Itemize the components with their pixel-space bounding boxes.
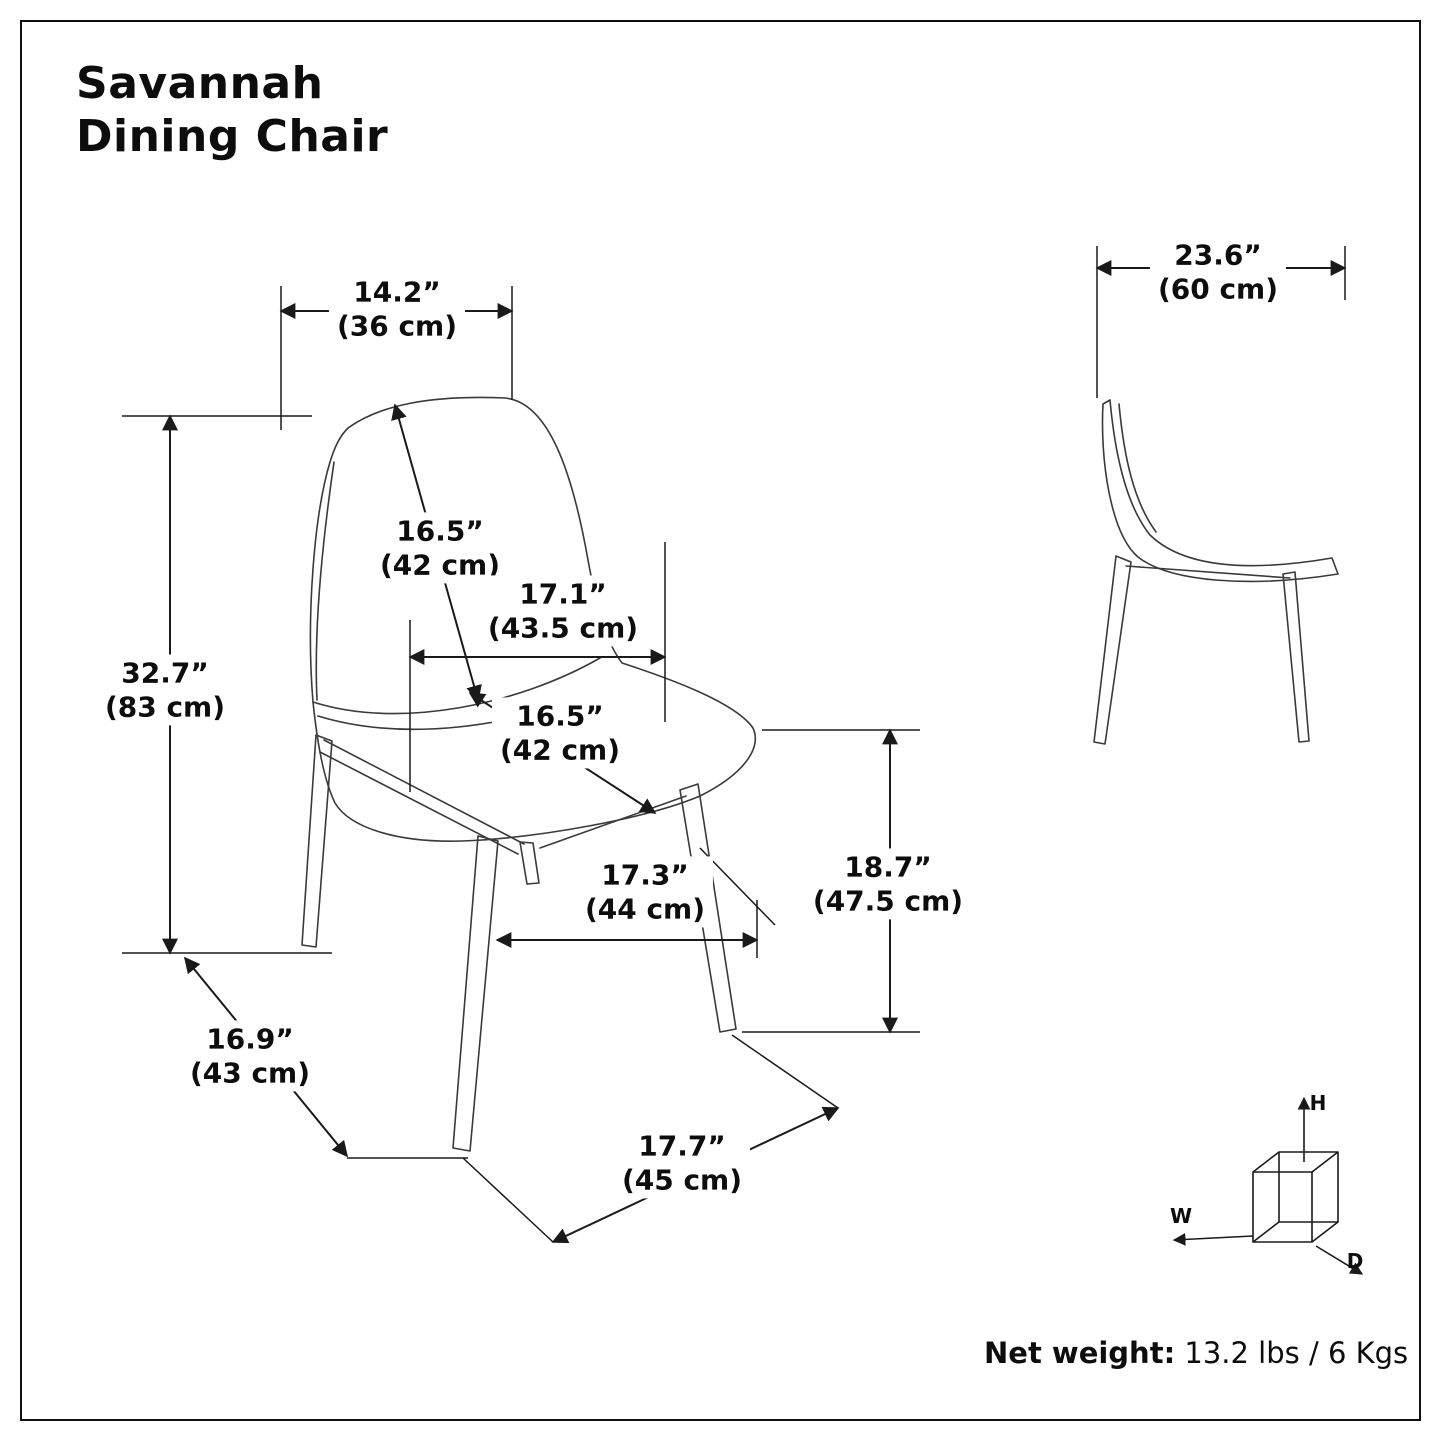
- axis-label-w: W: [1169, 1204, 1193, 1228]
- dim-overall-height-cm: (83 cm): [104, 690, 226, 723]
- dim-base-depth-in: 16.9”: [206, 1022, 294, 1056]
- dim-label-seat-depth: 16.5” (42 cm): [491, 697, 629, 769]
- side-leg-front: [1282, 571, 1310, 743]
- net-weight: Net weight: 13.2 lbs / 6 Kgs: [984, 1336, 1408, 1370]
- net-weight-label: Net weight:: [984, 1336, 1176, 1370]
- dim-seat-depth-cm: (42 cm): [499, 733, 621, 766]
- dim-label-back-height: 16.5” (42 cm): [371, 512, 509, 584]
- dim-label-front-width: 17.7” (45 cm): [613, 1127, 751, 1199]
- dim-leg-span-cm: (44 cm): [584, 892, 706, 925]
- dim-label-back-width: 14.2” (36 cm): [328, 273, 466, 345]
- dim-label-seat-height: 18.7” (47.5 cm): [804, 848, 972, 920]
- page-title-line2: Dining Chair: [76, 110, 389, 162]
- axis-cube: [1172, 1096, 1364, 1275]
- page-title: Savannah Dining Chair: [76, 58, 388, 164]
- chair-leg-front-left: [452, 835, 499, 1152]
- chair-frame-brace-right: [539, 795, 687, 849]
- dim-label-base-depth: 16.9” (43 cm): [181, 1020, 319, 1092]
- side-frame-brace: [1125, 565, 1291, 579]
- dim-back-width-cm: (36 cm): [336, 309, 458, 342]
- extension-lines: [122, 246, 1346, 1243]
- dim-base-depth-cm: (43 cm): [189, 1056, 311, 1089]
- dim-seat-width-cm: (43.5 cm): [487, 611, 639, 644]
- dim-side-depth-in: 23.6”: [1174, 238, 1262, 272]
- axis-label-d: D: [1346, 1249, 1364, 1273]
- dim-front-width-in: 17.7”: [638, 1129, 726, 1163]
- dim-leg-span-in: 17.3”: [601, 858, 689, 892]
- dim-seat-height-cm: (47.5 cm): [812, 884, 964, 917]
- dim-seat-width-in: 17.1”: [519, 577, 607, 611]
- chair-leg-back-left: [301, 734, 333, 948]
- ext-front-width-left: [462, 1157, 554, 1243]
- axis-label-h: H: [1309, 1091, 1327, 1115]
- cube-edges: [1252, 1151, 1339, 1243]
- chair-side-view: [1093, 399, 1339, 745]
- ext-front-width-right: [731, 1034, 839, 1109]
- dim-front-width-cm: (45 cm): [621, 1163, 743, 1196]
- dim-label-seat-width: 17.1” (43.5 cm): [479, 575, 647, 647]
- chair-back-inner-edge: [315, 461, 335, 701]
- chair-seat-seam: [312, 657, 601, 715]
- page-title-line1: Savannah: [76, 58, 324, 109]
- dim-overall-height-in: 32.7”: [121, 656, 209, 690]
- dim-label-overall-height: 32.7” (83 cm): [96, 654, 234, 726]
- chair-leg-back-right: [519, 841, 540, 885]
- dim-label-side-depth: 23.6” (60 cm): [1149, 236, 1287, 308]
- side-body-outline: [1101, 399, 1339, 583]
- dim-back-height-in: 16.5”: [396, 514, 484, 548]
- side-leg-back: [1093, 555, 1132, 745]
- side-back-inner-edge: [1118, 403, 1157, 533]
- dim-label-leg-span: 17.3” (44 cm): [576, 856, 714, 928]
- chair-frame-brace-left: [323, 739, 525, 845]
- cube-front-face: [1252, 1171, 1313, 1243]
- dim-seat-depth-in: 16.5”: [516, 699, 604, 733]
- chair-front-view: [301, 396, 757, 1152]
- axis-d-arrow: [1315, 1245, 1364, 1275]
- dim-side-depth-cm: (60 cm): [1157, 272, 1279, 305]
- cube-back-face: [1278, 1151, 1339, 1223]
- dimension-lines: [162, 260, 1347, 1244]
- dim-seat-height-in: 18.7”: [844, 850, 932, 884]
- page-border: [20, 20, 1421, 1421]
- dim-back-width-in: 14.2”: [353, 275, 441, 309]
- chair-leg-front-right: [679, 783, 737, 1033]
- axis-w-arrow: [1172, 1233, 1254, 1246]
- net-weight-value: 13.2 lbs / 6 Kgs: [1175, 1336, 1409, 1370]
